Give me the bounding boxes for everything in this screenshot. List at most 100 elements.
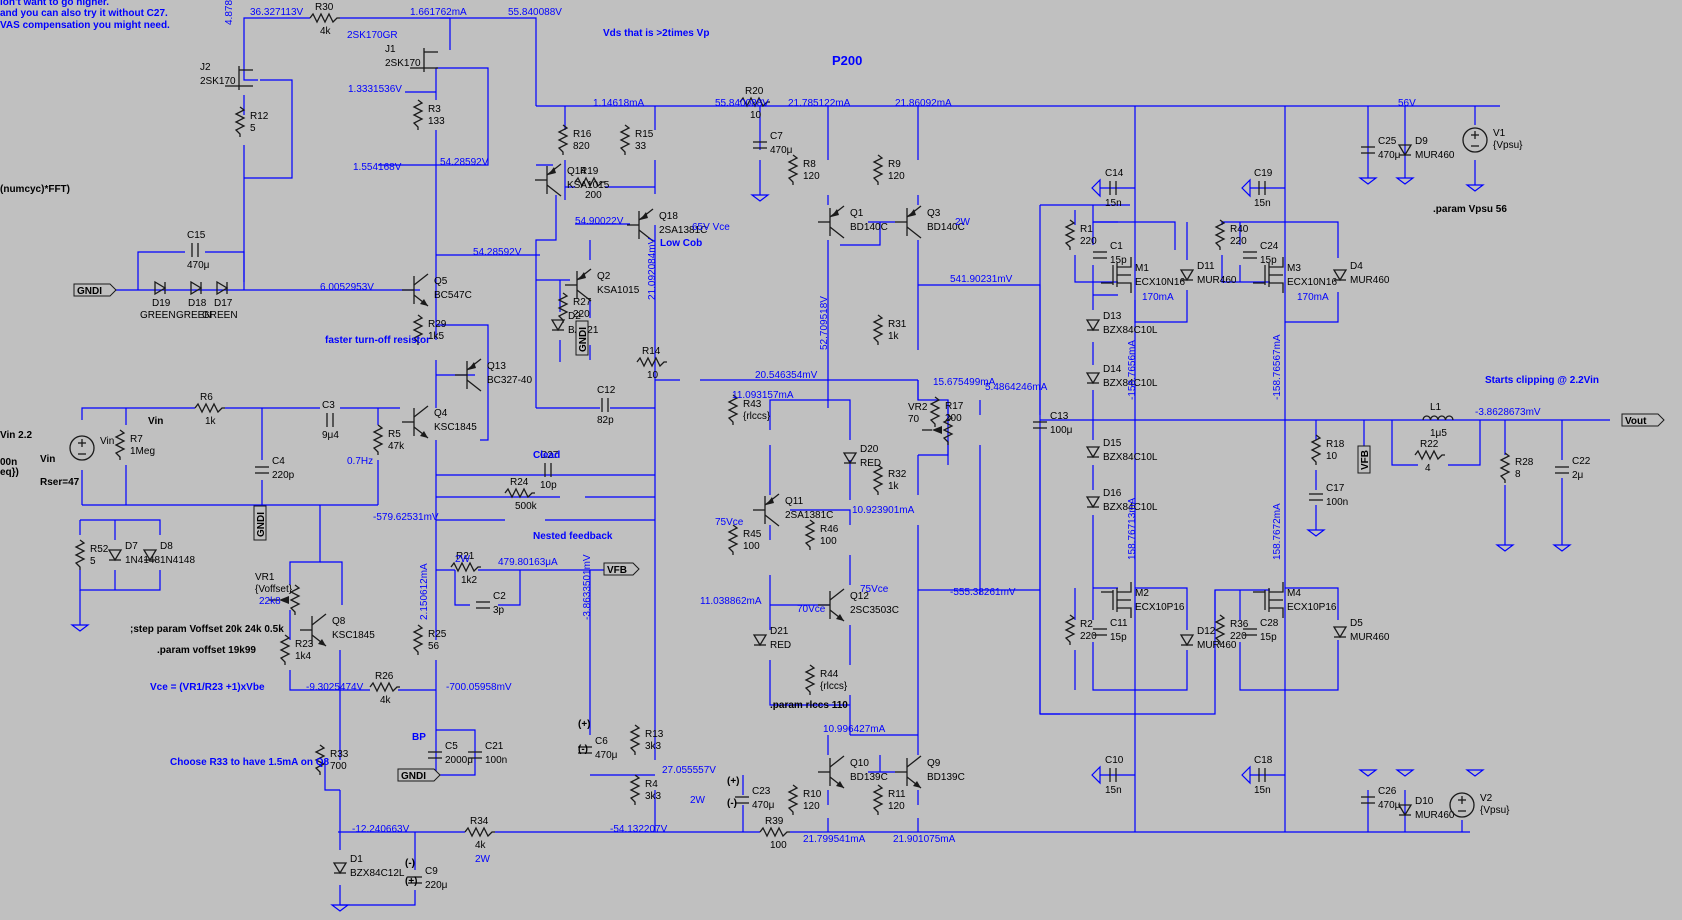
- port-vfb[interactable]: VFB: [1357, 445, 1371, 474]
- port-gndi[interactable]: GNDI: [253, 505, 267, 541]
- component-d2[interactable]: D2BAV21: [550, 311, 599, 336]
- port-gndi[interactable]: GNDI: [397, 768, 441, 782]
- port-vout[interactable]: Vout: [1621, 413, 1665, 427]
- port-vfb[interactable]: VFB: [603, 562, 640, 576]
- component-vin[interactable]: Vin: [69, 435, 114, 461]
- component-r44[interactable]: R44{rlccs}: [804, 664, 848, 695]
- component-r43[interactable]: R43{rlccs}: [727, 394, 771, 425]
- component-vr1[interactable]: VR1{Voffset}22k8: [255, 572, 301, 615]
- component-v2[interactable]: V2{Vpsu}: [1449, 792, 1510, 818]
- component-v1[interactable]: V1{Vpsu}: [1462, 127, 1523, 153]
